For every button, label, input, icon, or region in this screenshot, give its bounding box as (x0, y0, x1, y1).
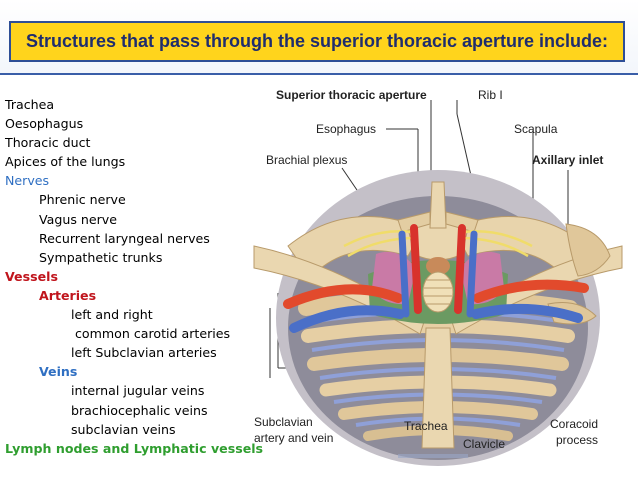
brachial-plexus (343, 230, 533, 258)
artery-item: common carotid arteries (71, 326, 231, 342)
label-superior-thoracic-aperture: Superior thoracic aperture (276, 88, 427, 102)
vein-item: brachiocephalic veins (71, 402, 208, 418)
label-clavicle: Clavicle (463, 437, 506, 451)
vein-item: internal jugular veins (71, 383, 205, 399)
vessels-heading: Vessels (5, 268, 58, 284)
arteries-heading: Arteries (39, 287, 97, 303)
list-item-thoracic-duct: Thoracic duct (5, 135, 91, 151)
arteries (283, 224, 589, 314)
nerve-item: Sympathetic trunks (39, 249, 163, 265)
title-banner: Structures that pass through the superio… (9, 21, 625, 62)
esophagus (426, 257, 450, 275)
structure-list: Trachea Oesophagus Thoracic duct Apices … (5, 95, 264, 458)
veins-heading: Veins (39, 364, 78, 380)
list-item-oesophagus: Oesophagus (5, 116, 84, 132)
artery-item: left and right (71, 307, 153, 323)
tracheal-rings (424, 279, 452, 305)
label-trachea: Trachea (404, 419, 448, 433)
list-item-trachea: Trachea (5, 97, 55, 112)
sternum (421, 327, 455, 449)
label-coracoid: Coracoid (550, 417, 599, 431)
copyright-mark (398, 454, 468, 458)
nerve-item: Phrenic nerve (39, 192, 126, 208)
nerves-heading: Nerves (5, 173, 50, 189)
label-brachial-plexus: Brachial plexus (266, 153, 348, 167)
nerve-item: Vagus nerve (39, 211, 118, 227)
label-scapula: Scapula (514, 122, 558, 136)
label-artery-and-vein: artery and vein (254, 431, 334, 445)
transverse-process-right (445, 211, 479, 233)
label-esophagus: Esophagus (316, 122, 377, 136)
scapula (565, 223, 611, 277)
label-axillary-inlet: Axillary inlet (532, 153, 604, 167)
artery-item: left Subclavian arteries (71, 345, 217, 361)
label-rib: Rib I (478, 88, 503, 102)
thoracic-aperture-illustration: Superior thoracic aperture Rib I Esophag… (248, 78, 632, 466)
label-process: process (556, 433, 599, 447)
list-item-apices: Apices of the lungs (5, 154, 126, 170)
anatomy-drawing (253, 100, 623, 466)
transverse-process-left (397, 211, 431, 233)
spinous-process (429, 181, 447, 229)
nerve-item: Recurrent laryngeal nerves (39, 230, 210, 246)
page-title: Structures that pass through the superio… (25, 31, 609, 51)
vein-item: subclavian veins (71, 421, 176, 437)
label-subclavian: Subclavian (254, 415, 313, 429)
lymph-item: Lymph nodes and Lymphatic vessels (5, 440, 264, 456)
veins (289, 230, 583, 333)
trachea (422, 271, 454, 313)
